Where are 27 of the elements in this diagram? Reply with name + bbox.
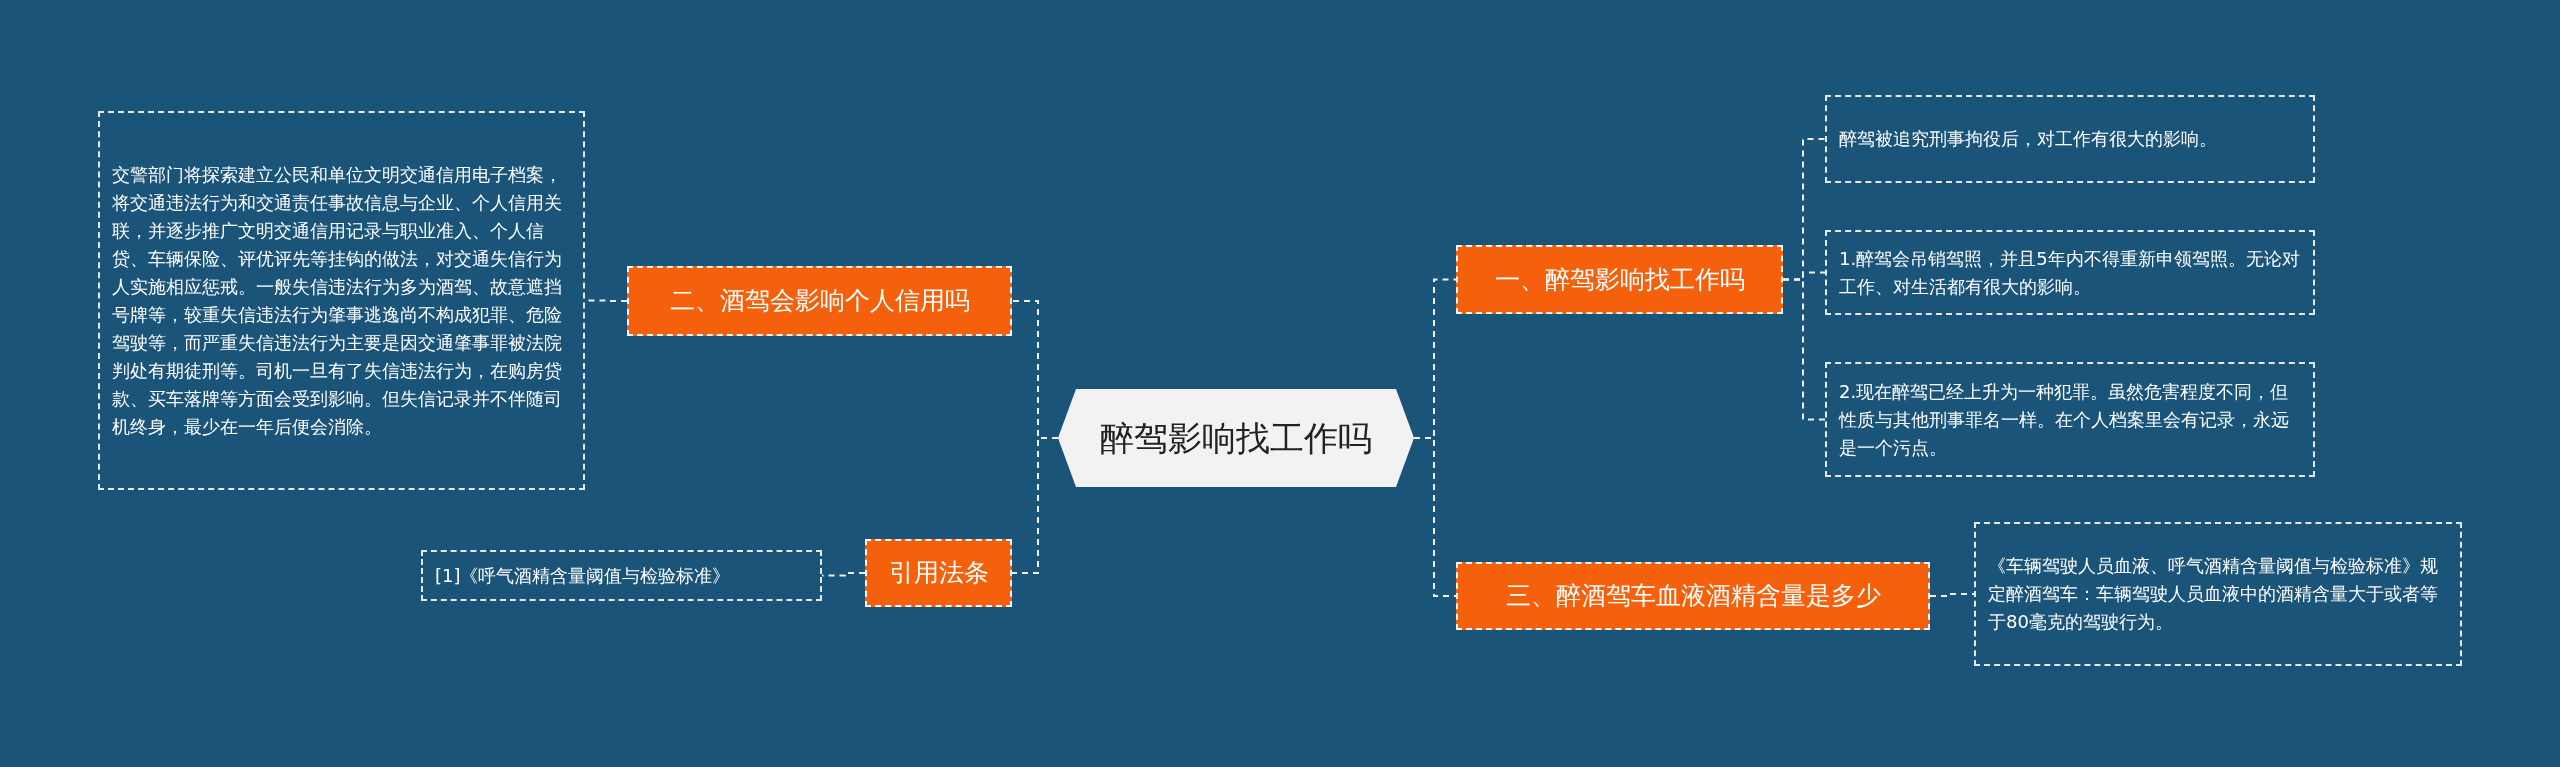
topic-box — [627, 266, 1012, 336]
note-box — [1825, 95, 2315, 183]
connector-line — [821, 572, 866, 577]
node-text: 一、醉驾影响找工作吗 — [1494, 263, 1745, 296]
node-text: 引用法条 — [888, 557, 989, 590]
node-text: [1]《呼气酒精含量阈值与检验标准》 — [435, 563, 731, 588]
node-text: 2.现在醉驾已经上升为一种犯罪。虽然危害程度不同，但性质与其他刑事罪名一样。在个人档案里会有记录，永远是一个污点。 — [1839, 379, 2290, 460]
node-text: 三、醉酒驾车血液酒精含量是多少 — [1505, 580, 1881, 613]
node-text: 二、酒驾会影响个人信用吗 — [669, 285, 970, 318]
node-text: 1.醉驾会吊销驾照，并且5年内不得重新申领驾照。无论对工作、对生活都有很大的影响。 — [1839, 246, 2301, 299]
node-text: 醉驾被追究刑事拘役后，对工作有很大的影响。 — [1839, 127, 2217, 151]
topic-box — [1456, 562, 1930, 630]
central-topic — [1058, 389, 1414, 487]
note-box — [1825, 362, 2315, 477]
node-text: 交警部门将探索建立公民和单位文明交通信用电子档案，将交通违法行为和交通责任事故信息与企业、个人信用关联，并逐步推广文明交通信用记录与职业准入、个人信贷、车辆保险、评优评先等挂钩的做法，对交通失信行为人实施相应惩戒。一般失信违法行为多为酒驾、故意遮挡号牌等，较重失信违法行为肇事逃逸尚不构成犯罪、危险驾驶等，而严重失信违法行为主要是因交通肇事罪被法院判处有期徒刑等。司机一旦有了失信违法行为，在购房贷款、买车落牌等方面会受到影响。但失信记录并不伴随司机终身，最少在一年后便会消除。 — [112, 162, 563, 439]
connector-line — [1929, 593, 1975, 597]
note-box — [1974, 522, 2462, 666]
note-box — [421, 550, 822, 601]
connector-line — [1413, 437, 1457, 597]
node-text: 《车辆驾驶人员血液、呼气酒精含量阈值与检验标准》规定醉酒驾车：车辆驾驶人员血液中的酒精含量大于或者等于80毫克的驾驶行为。 — [1988, 554, 2439, 634]
note-box — [98, 111, 585, 490]
topic-box — [1456, 245, 1783, 314]
connector-line — [1011, 437, 1059, 574]
note-box — [1825, 230, 2315, 315]
node-text: 醉驾影响找工作吗 — [1100, 416, 1372, 460]
connector-line — [1782, 278, 1826, 421]
topic-box — [865, 539, 1012, 607]
